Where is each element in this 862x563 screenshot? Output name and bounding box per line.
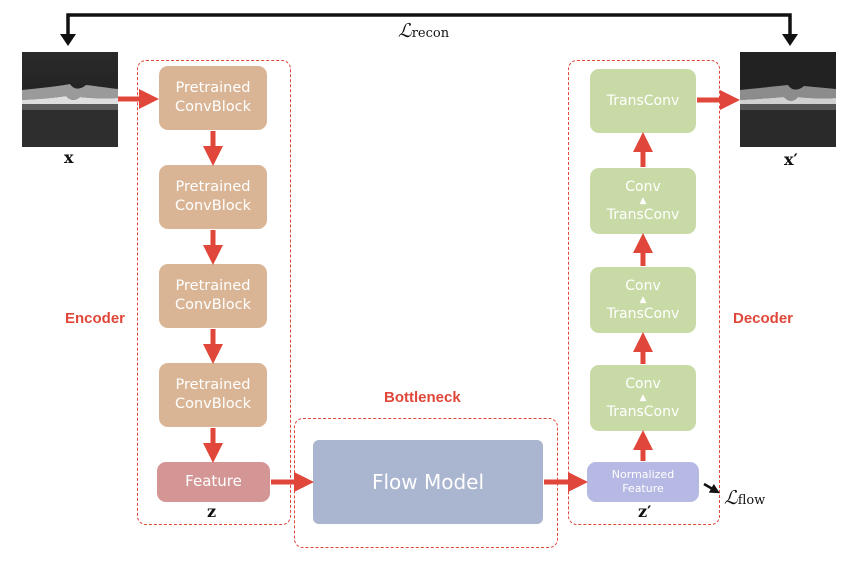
- recon-loss-bracket: [66, 13, 792, 42]
- output-variable: x′: [784, 150, 798, 169]
- encoder-block-1: Pretrained ConvBlock: [159, 66, 267, 130]
- decoder-container: [568, 60, 720, 525]
- arrow-to-flow-loss: [703, 482, 720, 494]
- up-arrow-icon: ▲: [639, 392, 647, 403]
- recon-loss-subscript: recon: [411, 26, 450, 41]
- flow-loss-symbol: ℒ: [724, 487, 738, 509]
- flow-loss-label: ℒflow: [724, 487, 765, 509]
- feature-variable: z: [207, 502, 217, 521]
- decoder-label: Decoder: [733, 310, 794, 327]
- bottleneck-label: Bottleneck: [384, 389, 461, 406]
- decoder-block-1-transconv: TransConv: [606, 206, 680, 223]
- flow-model-block: Flow Model: [313, 440, 543, 524]
- normalized-feature-block: Normalized Feature: [587, 462, 699, 502]
- decoder-transconv-block: TransConv: [590, 69, 696, 133]
- decoder-block-3: Conv ▲ TransConv: [590, 365, 696, 431]
- decoder-block-1: Conv ▲ TransConv: [590, 168, 696, 234]
- input-variable: x: [64, 148, 74, 167]
- decoder-block-2-conv: Conv: [625, 278, 661, 295]
- feature-block: Feature: [157, 462, 270, 502]
- output-oct-image: [740, 52, 836, 147]
- decoder-block-2-transconv: TransConv: [606, 305, 680, 322]
- decoder-block-1-conv: Conv: [625, 179, 661, 196]
- up-arrow-icon: ▲: [639, 294, 647, 305]
- decoder-block-3-conv: Conv: [625, 376, 661, 393]
- decoder-block-3-transconv: TransConv: [606, 403, 680, 420]
- up-arrow-icon: ▲: [639, 195, 647, 206]
- recon-loss-label: ℒrecon: [398, 20, 449, 42]
- flow-loss-subscript: flow: [737, 493, 766, 508]
- encoder-container: [137, 60, 291, 525]
- recon-loss-symbol: ℒ: [398, 20, 412, 42]
- encoder-block-4: Pretrained ConvBlock: [159, 363, 267, 427]
- input-oct-image: [22, 52, 118, 147]
- decoder-block-2: Conv ▲ TransConv: [590, 267, 696, 333]
- recon-arrowhead-right: [782, 34, 798, 46]
- encoder-block-3: Pretrained ConvBlock: [159, 264, 267, 328]
- encoder-label: Encoder: [65, 310, 126, 327]
- normalized-variable: z′: [638, 502, 652, 521]
- recon-arrowhead-left: [60, 34, 76, 46]
- encoder-block-2: Pretrained ConvBlock: [159, 165, 267, 229]
